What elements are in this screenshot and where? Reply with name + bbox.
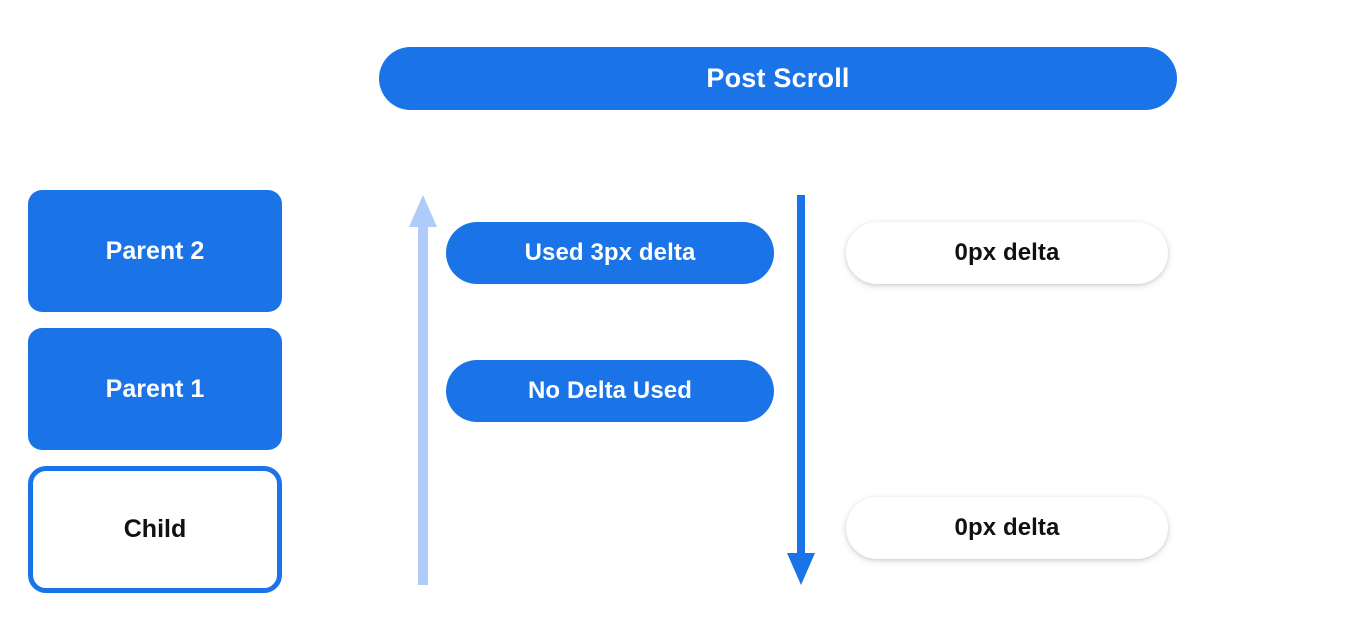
stack-box-parent-1-label: Parent 1	[105, 374, 205, 403]
pill-used-3px-delta-label: Used 3px delta	[524, 239, 696, 266]
pill-zero-delta-top: 0px delta	[846, 222, 1168, 284]
stack-box-parent-2-label: Parent 2	[105, 236, 205, 265]
stack-box-parent-2: Parent 2	[28, 190, 282, 312]
stack-box-child: Child	[28, 466, 282, 593]
pill-no-delta-used-label: No Delta Used	[527, 377, 692, 404]
pill-zero-delta-top-label: 0px delta	[954, 239, 1060, 266]
scroll-down-arrow	[786, 193, 816, 592]
stack-box-parent-1: Parent 1	[28, 328, 282, 450]
scroll-up-arrow	[408, 193, 438, 592]
scroll-up-arrow-icon	[409, 195, 437, 585]
pill-used-3px-delta: Used 3px delta	[446, 222, 774, 284]
post-scroll-header-bar: Post Scroll	[379, 47, 1177, 110]
post-scroll-header-label: Post Scroll	[706, 63, 850, 93]
stack-box-child-label: Child	[123, 515, 187, 543]
scroll-down-arrow-icon	[787, 195, 815, 585]
pill-no-delta-used: No Delta Used	[446, 360, 774, 422]
scroll-container-stack: Parent 2 Parent 1 Child	[28, 190, 282, 593]
pill-zero-delta-bottom-label: 0px delta	[954, 514, 1060, 541]
pill-zero-delta-bottom: 0px delta	[846, 497, 1168, 559]
